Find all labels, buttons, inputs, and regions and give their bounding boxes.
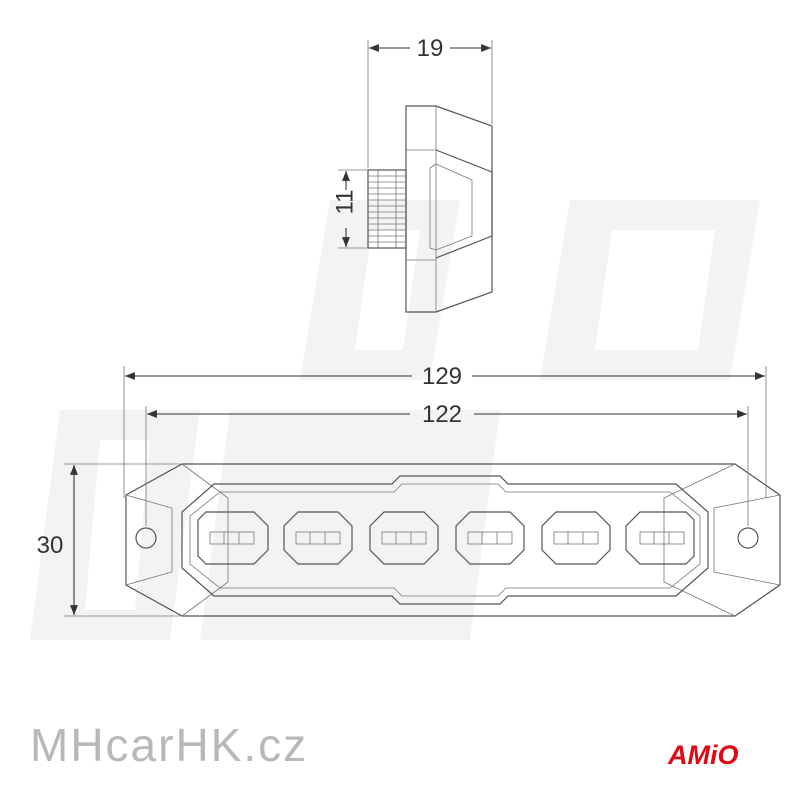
led-module-1: [197, 511, 269, 565]
front-lens-outline: [181, 475, 709, 605]
dimension-connector-label: 11: [331, 190, 358, 215]
dimension-overall-length: 129: [123, 363, 767, 498]
dimension-hole-spacing: 122: [145, 401, 749, 526]
dimension-hole-spacing-label: 122: [422, 401, 462, 428]
led-module-5: [541, 511, 611, 565]
led-module-3: [369, 511, 439, 565]
mounting-hole-left: [135, 527, 157, 549]
brand-watermark: MHcarHK.cz: [30, 719, 309, 771]
side-lens-bevel: [435, 149, 493, 259]
front-view: [125, 463, 781, 617]
dimension-overall-length-label: 129: [422, 363, 462, 390]
mounting-hole-right: [737, 527, 759, 549]
amio-logo: AMiO: [668, 740, 739, 770]
dimension-height-label: 30: [37, 532, 64, 559]
dimension-depth-label: 19: [417, 35, 444, 62]
led-module-2: [283, 511, 353, 565]
side-view: [367, 105, 493, 313]
dimension-depth: 19: [367, 35, 493, 168]
led-module-4: [455, 511, 525, 565]
led-module-6: [625, 511, 695, 565]
side-connector: [367, 169, 407, 249]
dimension-height: 30: [37, 463, 180, 617]
dimension-connector: 11: [331, 169, 368, 249]
